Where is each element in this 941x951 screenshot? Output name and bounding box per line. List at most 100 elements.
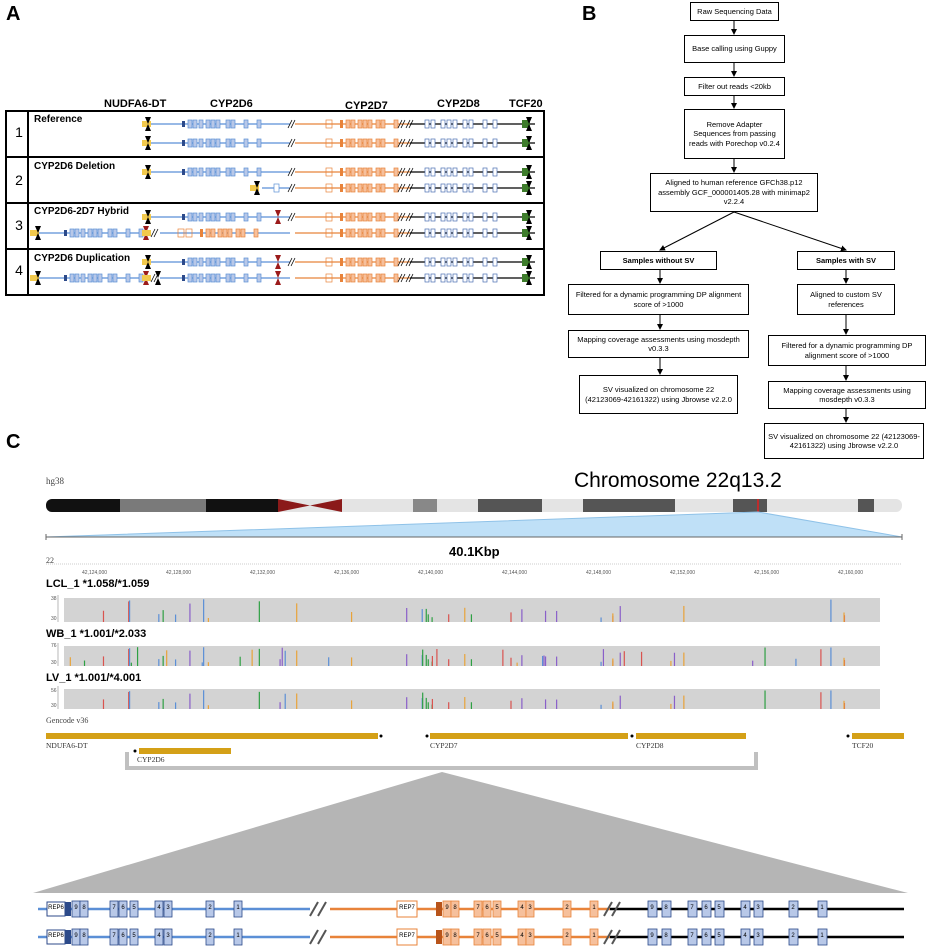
row-number-1: 1 [15,124,23,140]
y-max-wb1: 76 [51,643,57,649]
tick-label: 42,128,000 [166,570,192,576]
exon-number: 2 [565,933,569,939]
row-label-deletion: CYP2D6 Deletion [34,161,116,172]
y-max-lcl1: 38 [51,596,57,602]
exon-number: 3 [756,933,760,939]
sample-label-wb1: WB_1 *1.001/*2.033 [46,628,147,640]
exon-number: 1 [236,905,240,911]
exon-number: 8 [82,933,86,939]
exon-number: 7 [476,933,480,939]
exon-number: 1 [592,933,596,939]
chromosome-title: Chromosome 22q13.2 [574,469,782,492]
flow-coverage-2: Mapping coverage assessments using mosde… [768,381,926,409]
rep6-label: REP6 [48,905,64,911]
exon-number: 6 [121,905,125,911]
exon-number: 9 [650,933,654,939]
flow-samples-with-sv: Samples with SV [797,251,895,270]
exon-number: 5 [495,933,499,939]
exon-number: 9 [650,905,654,911]
panel-label-b: B [582,3,597,25]
row-number-4: 4 [15,262,23,278]
assembly-label: hg38 [46,476,64,486]
chromosome-ideogram [46,499,902,512]
exon-number: 3 [528,933,532,939]
exon-number: 6 [704,905,708,911]
panel-a-table [5,110,545,296]
exon-number: 5 [717,933,721,939]
exon-number: 9 [74,905,78,911]
exon-number: 4 [157,933,161,939]
zoom-triangle [33,772,908,893]
exon-number: 3 [166,905,170,911]
exon-number: 4 [743,933,747,939]
exon-number: 4 [743,905,747,911]
exon-number: 4 [520,933,524,939]
exon-number: 9 [74,933,78,939]
flow-dp-filter-2: Filtered for a dynamic programming DP al… [768,335,926,366]
flow-raw-data: Raw Sequencing Data [690,2,779,21]
panel-label-a: A [6,3,21,25]
exon-number: 4 [157,905,161,911]
exon-number: 1 [236,933,240,939]
flow-visualize-1: SV visualized on chromosome 22 (42123069… [579,375,738,414]
chromosome-number: 22 [46,556,54,565]
exon-number: 7 [112,933,116,939]
tick-label: 42,136,000 [334,570,360,576]
rep7-label: REP7 [399,905,415,911]
flow-custom-sv-align: Aligned to custom SV references [797,284,895,315]
exon-number: 4 [520,905,524,911]
flow-visualize-2: SV visualized on chromosome 22 (42123069… [764,423,924,459]
row-number-3: 3 [15,217,23,233]
gencode-label: Gencode v36 [46,716,89,725]
exon-number: 5 [495,905,499,911]
gene-label-cyp2d6: CYP2D6 [137,755,165,764]
gene-header-cyp2d7: CYP2D7 [345,100,388,112]
flow-samples-without-sv: Samples without SV [600,251,717,270]
gene-header-tcf20: TCF20 [509,98,543,110]
flow-align-reference: Aligned to human reference GFCh38.p12 as… [650,173,818,212]
exon-number: 6 [121,933,125,939]
tick-label: 42,140,000 [418,570,444,576]
exon-number: 3 [756,905,760,911]
tick-label: 42,148,000 [586,570,612,576]
tick-label: 42,144,000 [502,570,528,576]
exon-number: 8 [664,933,668,939]
exon-number: 1 [820,933,824,939]
exon-number: 8 [82,905,86,911]
exon-number: 1 [820,905,824,911]
sample-label-lv1: LV_1 *1.001/*4.001 [46,672,142,684]
exon-number: 3 [528,905,532,911]
flow-dp-filter-1: Filtered for a dynamic programming DP al… [568,284,749,315]
exon-number: 9 [445,905,449,911]
exon-number: 5 [132,905,136,911]
sample-label-lcl1: LCL_1 *1.058/*1.059 [46,578,150,590]
tick-label: 42,152,000 [670,570,696,576]
exon-number: 2 [208,933,212,939]
exon-number: 5 [717,905,721,911]
gene-label-cyp2d8: CYP2D8 [636,741,664,750]
tick-label: 42,160,000 [838,570,864,576]
exon-number: 7 [112,905,116,911]
gene-header-cyp2d8: CYP2D8 [437,98,480,110]
gene-label-ndufa6: NDUFA6-DT [46,741,88,750]
tick-label: 42,156,000 [754,570,780,576]
zoom-wedge [45,511,903,538]
flow-remove-adapter: Remove Adapter Sequences from passing re… [684,109,785,159]
rep7-label: REP7 [399,933,415,939]
y-min-wb1: 30 [51,660,57,666]
y-max-lv1: 56 [51,688,57,694]
row-number-2: 2 [15,172,23,188]
tick-label: 42,132,000 [250,570,276,576]
flow-filter-reads: Filter out reads <20kb [684,77,785,96]
panel-label-c: C [6,431,21,453]
rep6-label: REP6 [48,933,64,939]
gene-label-cyp2d7: CYP2D7 [430,741,458,750]
exon-number: 3 [166,933,170,939]
flow-basecalling: Base calling using Guppy [684,35,785,63]
exon-number: 6 [704,933,708,939]
exon-number: 7 [476,905,480,911]
exon-number: 5 [132,933,136,939]
